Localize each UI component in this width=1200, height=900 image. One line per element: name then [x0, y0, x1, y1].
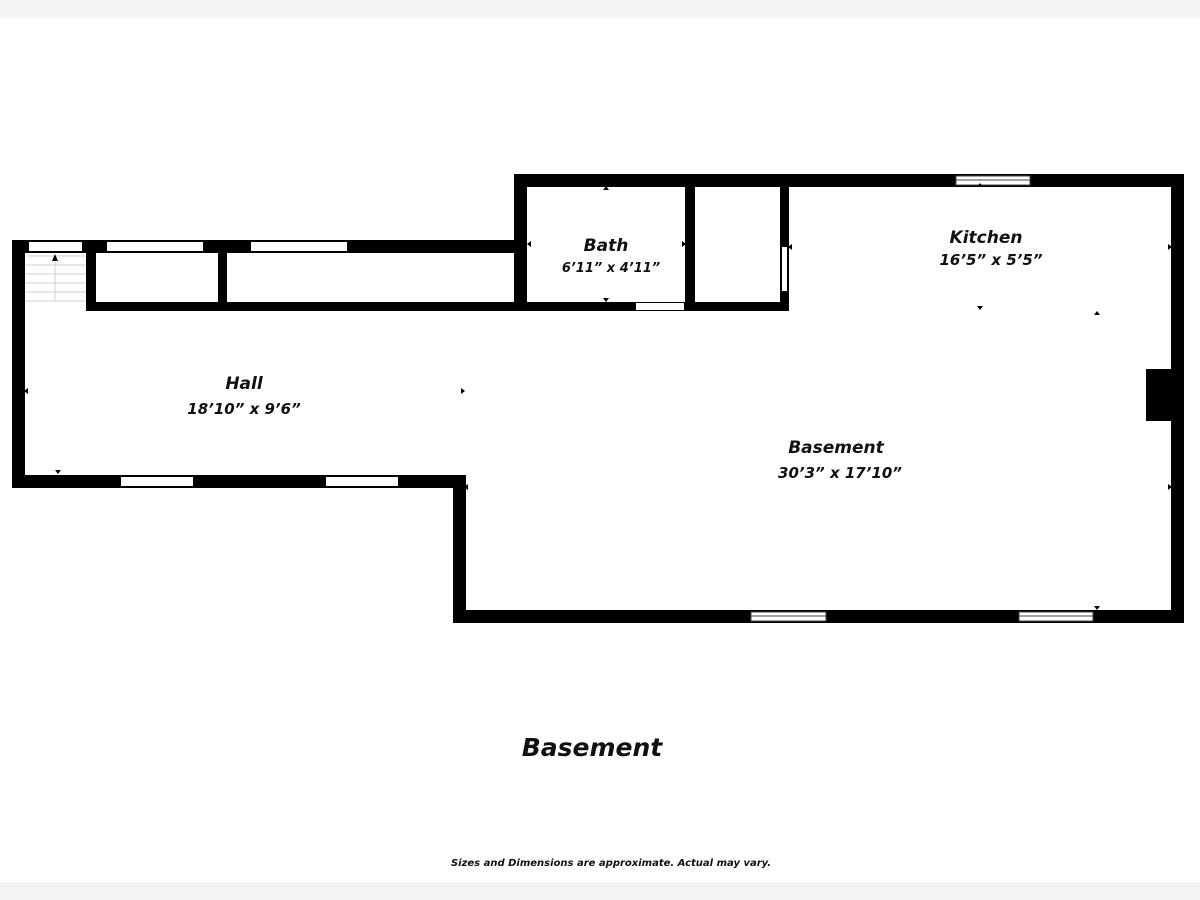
windows — [750, 175, 1094, 622]
chimney — [1146, 369, 1174, 421]
wall-bath-right — [685, 180, 695, 311]
room-kitchen: Kitchen 16’5” x 5’5” — [939, 228, 1042, 269]
room-name-bath: Bath — [584, 236, 629, 256]
closet-door-gap — [782, 247, 787, 291]
room-hall: Hall 18’10” x 9’6” — [187, 374, 301, 418]
floor-title: Basement — [522, 733, 664, 762]
stair-arrow-icon — [52, 254, 58, 261]
room-dimensions-hall: 18’10” x 9’6” — [187, 400, 301, 418]
wall-left — [12, 240, 25, 488]
wall-storage-left — [86, 240, 96, 311]
window-basement-bottom-2 — [1018, 611, 1094, 622]
wall-top — [514, 174, 1184, 187]
wall-storage-divider — [218, 248, 227, 311]
window-kitchen-top — [955, 175, 1031, 186]
room-bath: Bath 6’11” x 4’11” — [562, 236, 660, 276]
staircase — [26, 255, 86, 302]
hall-bottom-gap-2 — [326, 477, 398, 486]
room-dimensions-kitchen: 16’5” x 5’5” — [939, 251, 1042, 269]
disclaimer-note: Sizes and Dimensions are approximate. Ac… — [451, 858, 771, 869]
room-name-basement: Basement — [788, 438, 884, 458]
room-dimensions-basement: 30’3” x 17’10” — [778, 464, 902, 482]
measurement-markers — [24, 183, 1172, 610]
room-name-hall: Hall — [225, 374, 264, 394]
wall-closet-right — [780, 180, 789, 311]
hall-top-gap-1 — [107, 242, 203, 251]
wall-openings — [29, 242, 787, 486]
floor-plan-sheet — [0, 18, 1200, 882]
hall-top-gap-2 — [251, 242, 347, 251]
room-dimensions-bath: 6’11” x 4’11” — [562, 261, 660, 276]
wall-right — [1171, 174, 1184, 623]
room-basement: Basement 30’3” x 17’10” — [778, 438, 902, 482]
window-basement-bottom-1 — [750, 611, 827, 622]
hall-bottom-gap-1 — [121, 477, 193, 486]
room-name-kitchen: Kitchen — [950, 228, 1023, 248]
wall-basement-left — [453, 475, 466, 622]
bath-door-gap — [636, 303, 684, 310]
stair-opening — [29, 242, 82, 251]
wall-bath-left — [514, 174, 527, 310]
wall-storage-bottom — [86, 302, 788, 311]
